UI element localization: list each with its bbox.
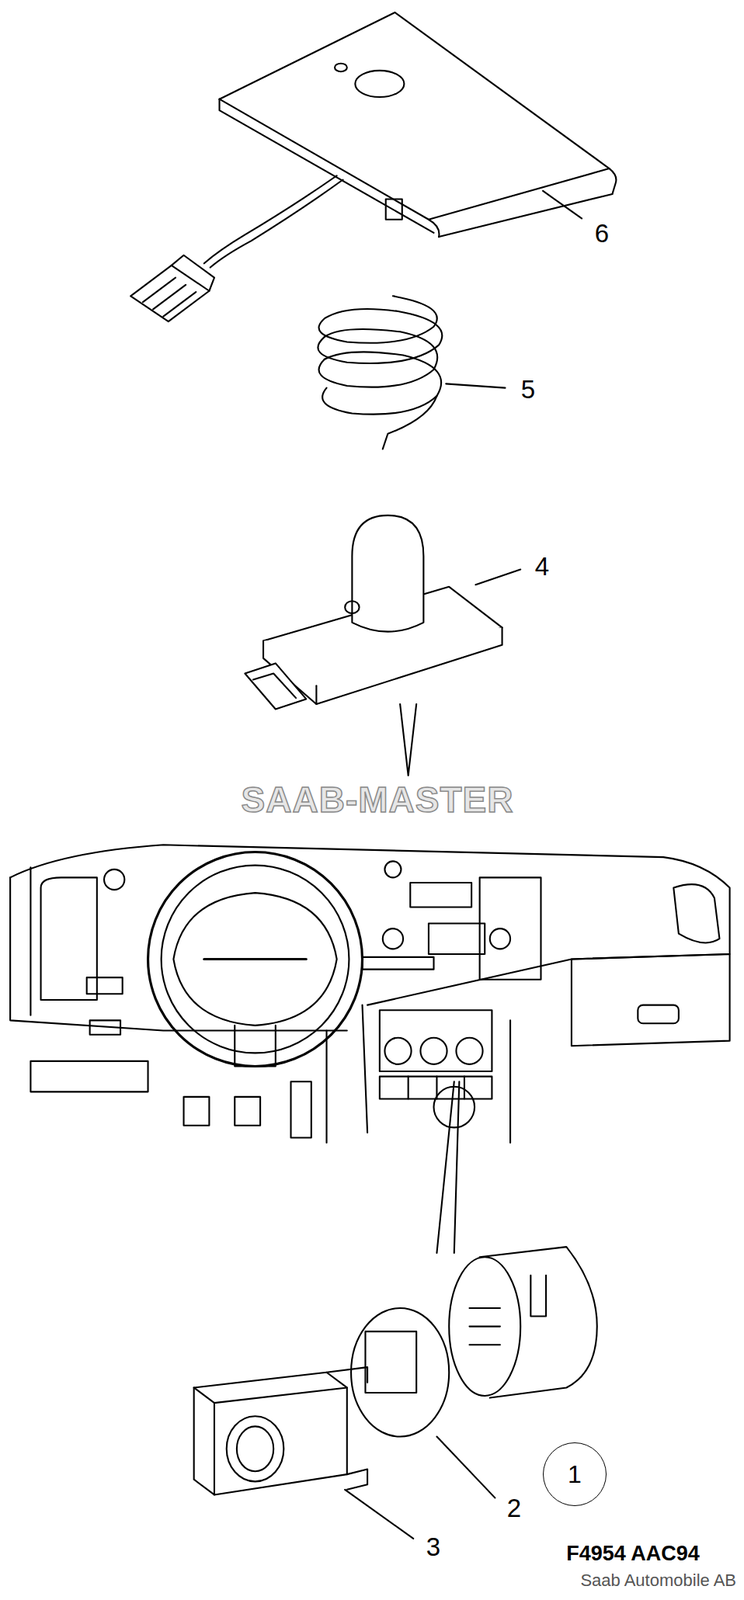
callout-circle: 1	[542, 1442, 607, 1507]
spring	[317, 295, 442, 449]
callout-number: 4	[535, 553, 550, 580]
callout-number: 1	[567, 1462, 582, 1488]
cover-plate	[130, 12, 616, 322]
switch-assembly	[194, 1247, 598, 1495]
callout-number: 6	[594, 220, 609, 247]
callout-number: 5	[521, 376, 536, 403]
sensor-unit	[244, 515, 502, 710]
callout-number: 3	[426, 1534, 441, 1561]
callout-number: 2	[507, 1495, 522, 1522]
watermark: SAAB-MASTER	[241, 782, 515, 818]
leader-lines	[344, 191, 582, 1540]
figure-code: F4954 AAC94	[566, 1543, 700, 1565]
dashboard	[10, 844, 730, 1144]
copyright-note: Saab Automobile AB	[580, 1572, 737, 1590]
